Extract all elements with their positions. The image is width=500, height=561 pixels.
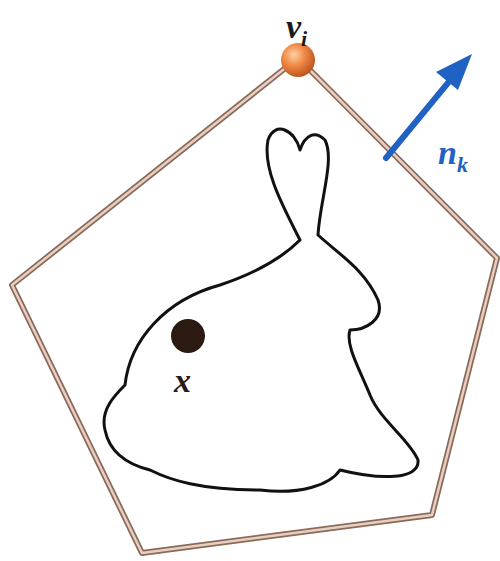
vertex-symbol: v — [286, 8, 301, 45]
cage-outline — [12, 58, 497, 553]
point-label: x — [174, 364, 191, 398]
normal-arrowhead — [436, 54, 472, 90]
vertex-label: vi — [286, 10, 307, 44]
vertex-sphere — [281, 43, 315, 77]
normal-subscript: k — [457, 152, 468, 177]
normal-label: nk — [438, 136, 468, 170]
cage-highlight — [12, 58, 497, 553]
vertex-subscript: i — [301, 26, 307, 51]
point-symbol: x — [174, 362, 191, 399]
normal-symbol: n — [438, 134, 457, 171]
point-dot — [171, 319, 205, 353]
bunny-outline — [104, 129, 418, 491]
